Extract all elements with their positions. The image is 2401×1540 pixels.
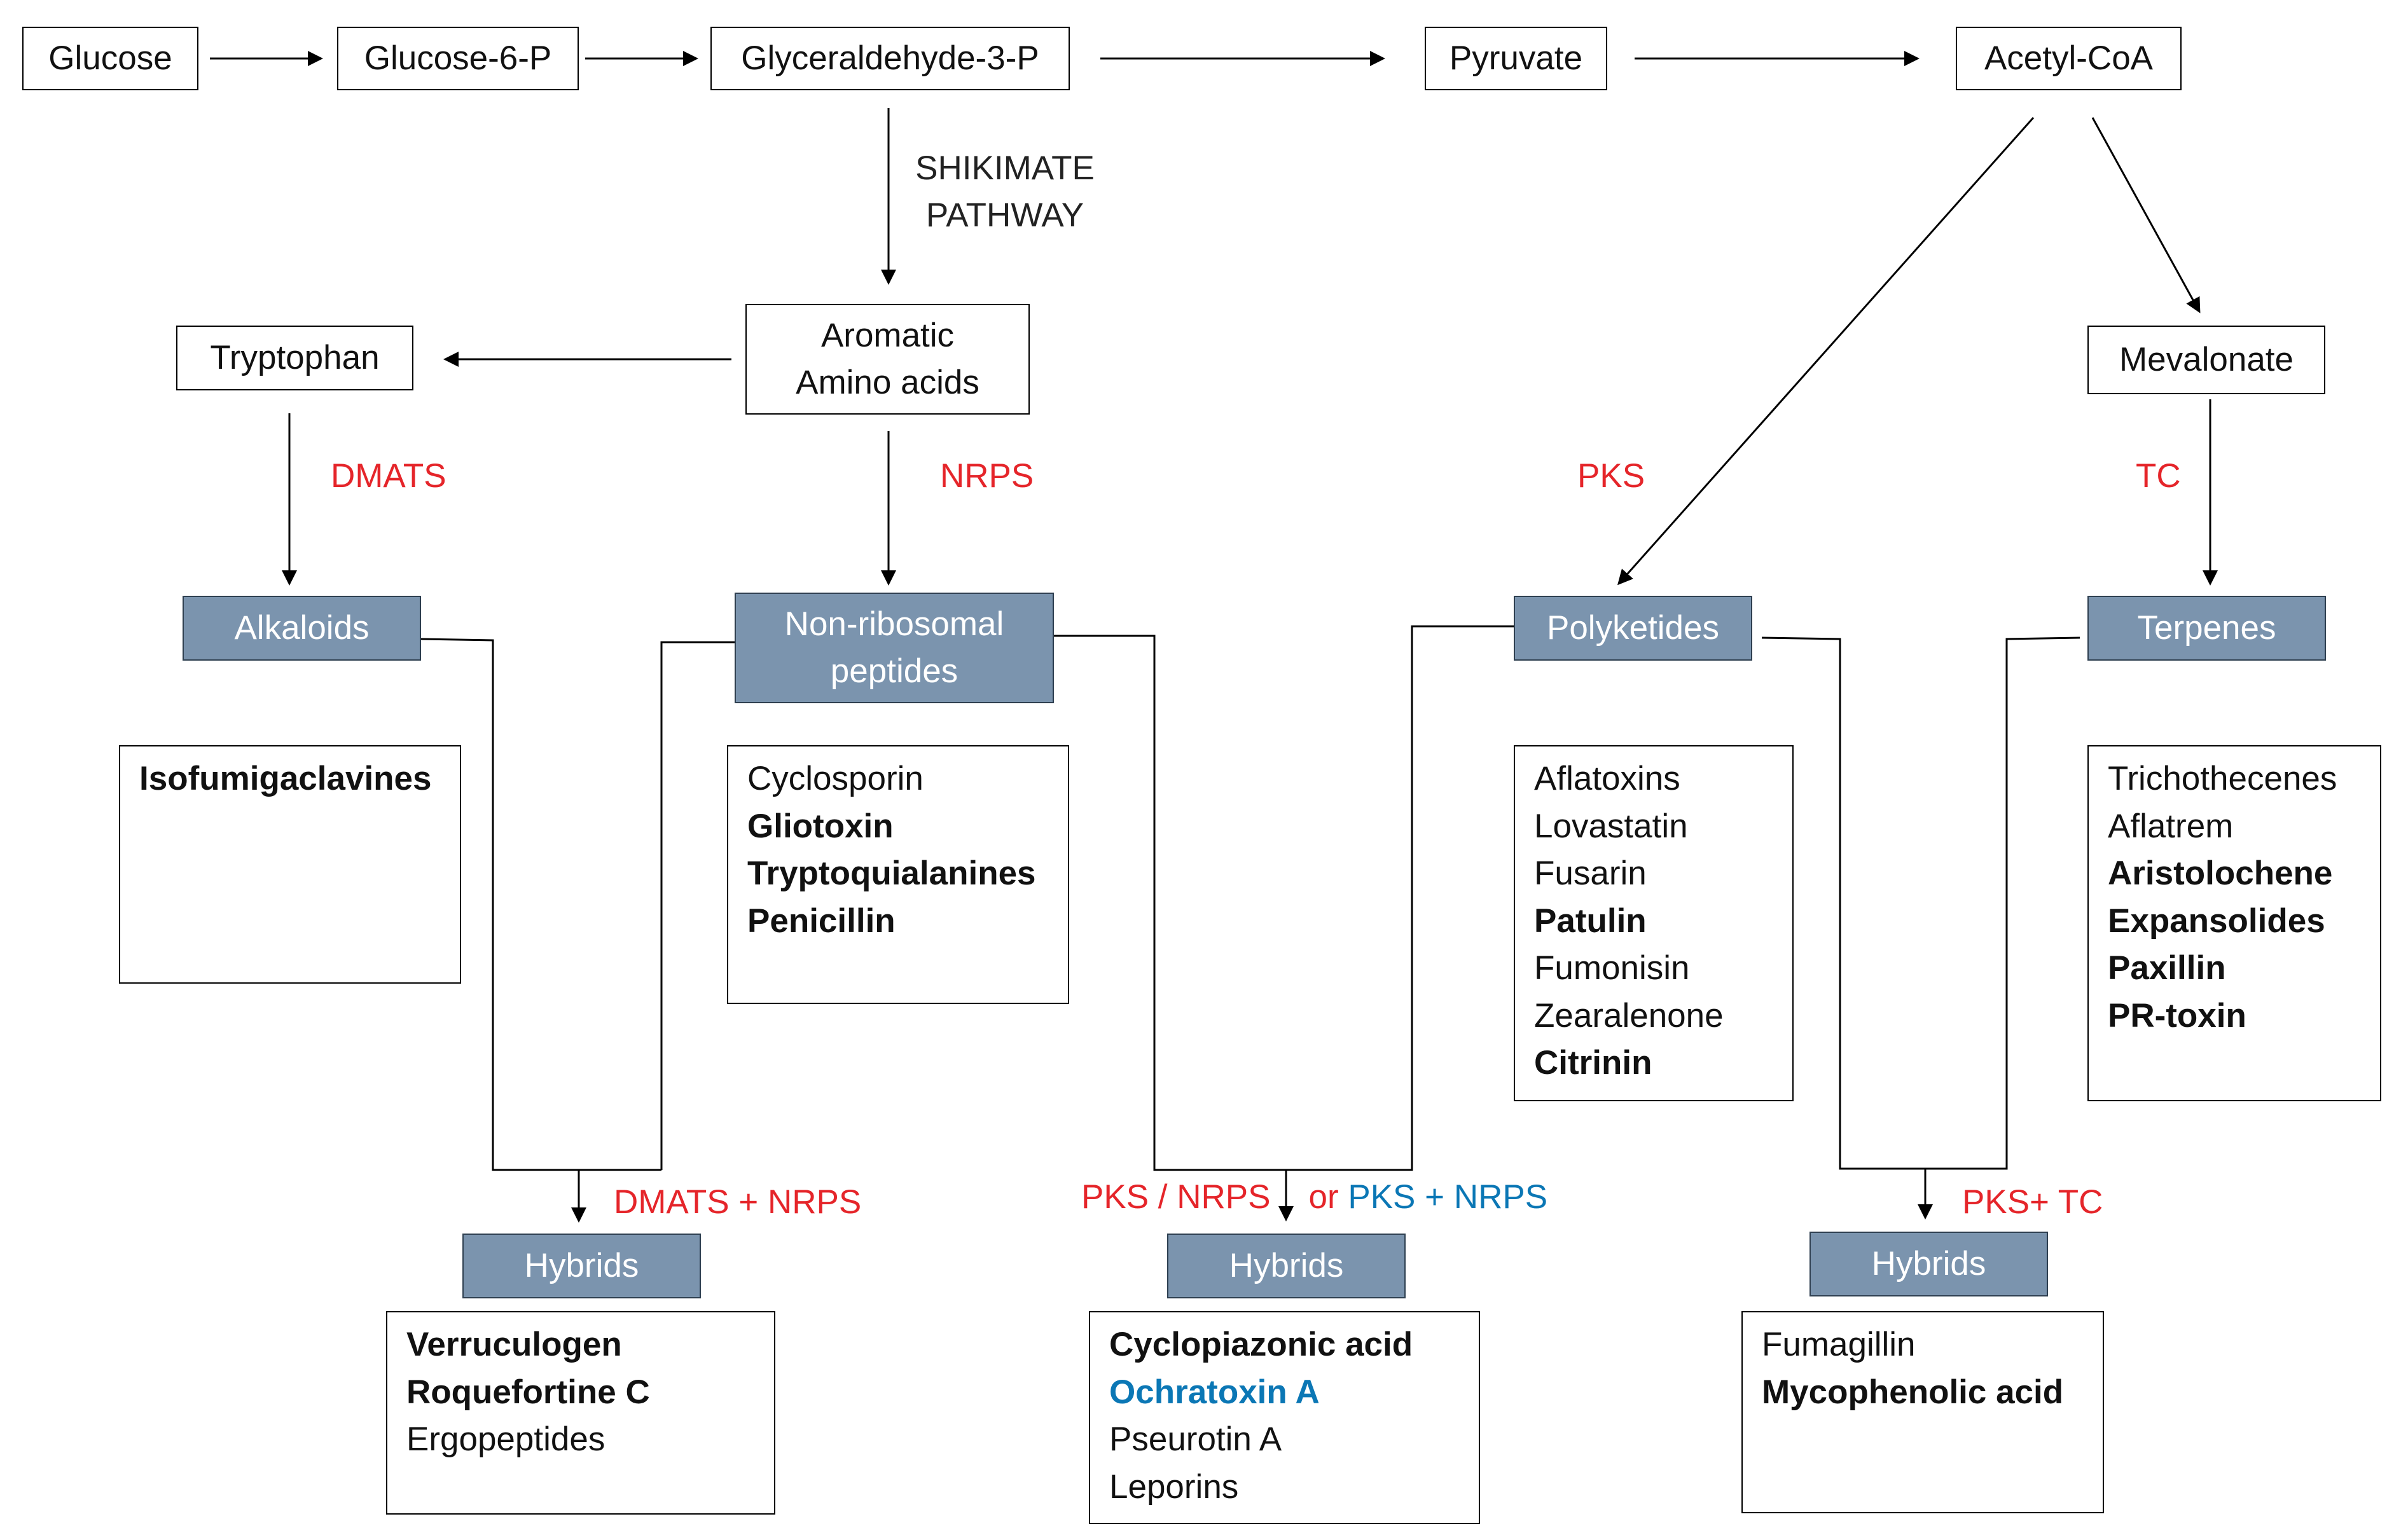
compound-item: Expansolides [2108, 902, 2325, 940]
line-nrp-to-hybrids2 [1054, 625, 1514, 1171]
compound-item: Citrinin [1534, 1044, 1652, 1082]
compound-item: Ochratoxin A [1109, 1373, 1320, 1411]
category-hybrids-3: Hybrids [1809, 1232, 2048, 1296]
node-aromatic-amino-acids: Aromatic Amino acids [745, 304, 1030, 415]
node-glucose: Glucose [22, 27, 198, 90]
compound-item: Aflatrem [2108, 807, 2234, 845]
shikimate-pathway-label: SHIKIMATE PATHWAY [915, 149, 1095, 234]
line-polyketides-to-hybrids3 [1761, 636, 2080, 1170]
category-terpenes: Terpenes [2087, 596, 2326, 661]
list-alkaloids: Isofumigaclavines [119, 745, 461, 984]
arrow-acetylcoa-to-polyketides [1617, 117, 2035, 586]
enzyme-label-tc: TC [2136, 457, 2181, 495]
compound-item: PR-toxin [2108, 996, 2246, 1035]
enzyme-label-or: or [1308, 1178, 1339, 1216]
compound-item: Mycophenolic acid [1762, 1373, 2064, 1411]
compound-item: Lovastatin [1534, 807, 1688, 845]
compound-item: Aristolochene [2108, 855, 2333, 892]
compound-item: Fumagillin [1762, 1326, 1916, 1363]
compound-item: Verruculogen [406, 1326, 622, 1363]
category-polyketides: Polyketides [1514, 596, 1752, 661]
compound-item: Paxillin [2108, 949, 2226, 987]
compound-item: Pseurotin A [1109, 1420, 1282, 1458]
arrow-acetylcoa-to-mevalonate [2091, 117, 2201, 313]
compound-item: Zearalenone [1534, 996, 1724, 1035]
compound-item: Roquefortine C [406, 1373, 650, 1411]
node-glucose-6-p: Glucose-6-P [337, 27, 579, 90]
node-tryptophan: Tryptophan [176, 326, 413, 390]
category-non-ribosomal-peptides: Non-ribosomal peptides [735, 593, 1054, 703]
compound-item: Isofumigaclavines [139, 760, 432, 797]
enzyme-label-pks: PKS [1577, 457, 1645, 495]
compound-item: Trichothecenes [2108, 760, 2337, 797]
node-mevalonate: Mevalonate [2087, 326, 2325, 394]
compound-item: Tryptoquialanines [747, 855, 1036, 892]
node-pyruvate: Pyruvate [1425, 27, 1607, 90]
compound-item: Leporins [1109, 1468, 1239, 1506]
enzyme-label-dmats: DMATS [331, 457, 446, 495]
compound-item: Ergopeptides [406, 1420, 605, 1458]
category-hybrids-2: Hybrids [1167, 1234, 1406, 1298]
enzyme-label-pks-tc: PKS+ TC [1962, 1183, 2103, 1221]
compound-item: Aflatoxins [1534, 760, 1680, 797]
enzyme-label-pks-slash-nrps: PKS / NRPS [1081, 1178, 1271, 1216]
enzyme-label-dmats-nrps: DMATS + NRPS [614, 1183, 862, 1221]
node-acetyl-coa: Acetyl-CoA [1956, 27, 2182, 90]
line-nrp-to-hybrids1 [660, 641, 735, 1170]
enzyme-label-nrps: NRPS [940, 457, 1034, 495]
compound-item: Cyclosporin [747, 760, 924, 797]
line-alkaloids-to-hybrids1 [420, 638, 661, 1171]
enzyme-label-pks-nrps-combo: PKS / NRPS or PKS + NRPS [1081, 1178, 1547, 1216]
node-glyceraldehyde-3-p: Glyceraldehyde-3-P [710, 27, 1070, 90]
compound-item: Fumonisin [1534, 949, 1690, 987]
compound-item: Penicillin [747, 902, 896, 940]
category-hybrids-1: Hybrids [462, 1234, 701, 1298]
compound-item: Patulin [1534, 902, 1647, 940]
compound-item: Cyclopiazonic acid [1109, 1326, 1413, 1363]
enzyme-label-pks-plus-nrps: PKS + NRPS [1348, 1178, 1548, 1216]
compound-item: Gliotoxin [747, 807, 894, 845]
compound-item: Fusarin [1534, 855, 1647, 892]
category-alkaloids: Alkaloids [183, 596, 421, 661]
